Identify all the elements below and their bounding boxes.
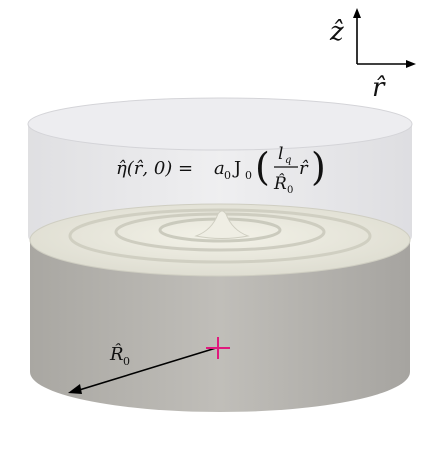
equation-variable: r̂ xyxy=(299,158,309,179)
equation-bessel: J xyxy=(232,158,241,179)
z-axis-label: ẑ xyxy=(329,17,344,47)
left-paren: ( xyxy=(255,145,270,189)
r-axis-label: r̂ xyxy=(372,73,386,103)
radius-arrowhead xyxy=(68,384,82,394)
z-axis-arrowhead xyxy=(353,8,361,18)
free-surface xyxy=(29,203,411,277)
r-axis-arrowhead xyxy=(406,60,416,68)
radius-arrow-line xyxy=(75,347,217,392)
fraction-numerator-subscript: q xyxy=(285,155,291,166)
radius-label: R̂ xyxy=(109,343,124,365)
right-paren: ) xyxy=(311,145,326,189)
fraction-denominator: R̂ xyxy=(273,174,287,194)
equation-lhs: η̂(r̂, 0) = xyxy=(116,158,193,179)
fraction-denominator-subscript: 0 xyxy=(287,185,293,196)
fraction-numerator: l xyxy=(278,144,283,164)
liquid-body xyxy=(30,240,410,412)
initial-condition-equation: η̂(r̂, 0) = a 0 J 0 ( l q R̂ 0 r̂ ) xyxy=(116,144,326,196)
radius-annotation: R̂ 0 xyxy=(68,343,217,394)
wave-ring-outer xyxy=(68,208,372,264)
container-top-rim xyxy=(27,97,413,151)
central-peak xyxy=(194,210,250,239)
center-marker xyxy=(206,337,230,359)
equation-coefficient: a xyxy=(214,158,225,179)
equation-coefficient-subscript: 0 xyxy=(224,169,231,182)
equation-bessel-subscript: 0 xyxy=(245,169,252,182)
radius-label-subscript: 0 xyxy=(123,355,130,368)
axis-indicator: ẑ r̂ xyxy=(329,8,416,103)
